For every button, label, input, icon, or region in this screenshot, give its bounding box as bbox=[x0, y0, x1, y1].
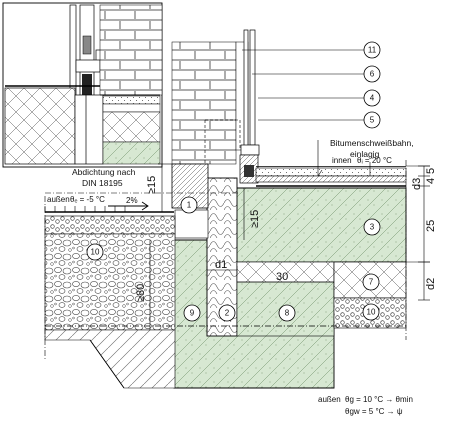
dim-25: 25 bbox=[425, 220, 437, 232]
callout-1: 1 bbox=[180, 196, 198, 214]
dim-ge15-left: ≥15 bbox=[146, 176, 158, 194]
leader-lines bbox=[242, 49, 371, 177]
bitumen-label-line2: einlagig bbox=[350, 149, 380, 159]
slope-arrow bbox=[108, 201, 149, 211]
callout-4: 4 bbox=[363, 89, 381, 107]
svg-text:8: 8 bbox=[285, 309, 290, 318]
window-frame bbox=[239, 29, 260, 184]
aussen-top-label: außen bbox=[47, 195, 70, 204]
dim-ge15-mid: ≥15 bbox=[249, 210, 261, 228]
svg-text:7: 7 bbox=[369, 278, 374, 287]
slope-label: 2% bbox=[126, 196, 138, 205]
callout-3: 3 bbox=[363, 218, 381, 236]
dimension-lines bbox=[149, 163, 430, 330]
callout-11: 11 bbox=[363, 41, 381, 59]
dim-30: 30 bbox=[276, 271, 288, 283]
theta-outside: θₑ = -5 °C bbox=[70, 195, 105, 204]
innen-label: innen bbox=[332, 156, 352, 165]
abdichtung-line2: DIN 18195 bbox=[82, 178, 123, 188]
inset-detail bbox=[2, 2, 163, 168]
theta-gw-label: θgw = 5 °C → ψ bbox=[345, 407, 403, 416]
callout-7: 7 bbox=[362, 273, 380, 291]
svg-text:4: 4 bbox=[370, 94, 375, 103]
callout-8: 8 bbox=[278, 304, 296, 322]
gravel-fill-left bbox=[44, 233, 176, 331]
callout-9: 9 bbox=[183, 304, 201, 322]
callout-6: 6 bbox=[363, 65, 381, 83]
floor-buildup bbox=[255, 166, 407, 187]
svg-text:10: 10 bbox=[367, 308, 376, 317]
abdichtung-line1: Abdichtung nach bbox=[72, 167, 136, 177]
svg-text:10: 10 bbox=[91, 248, 100, 257]
gravel-strip bbox=[44, 215, 176, 235]
callout-10-left: 10 bbox=[86, 243, 104, 261]
svg-text:1: 1 bbox=[187, 201, 192, 210]
theta-g-label: θg = 10 °C → θmin bbox=[345, 395, 413, 404]
svg-text:3: 3 bbox=[370, 223, 375, 232]
dim-d2: d2 bbox=[425, 278, 437, 290]
masonry-wall bbox=[171, 41, 237, 165]
aussen-bottom-label: außen bbox=[318, 395, 341, 404]
svg-text:6: 6 bbox=[370, 70, 375, 79]
reveal-dashed-outline bbox=[204, 119, 241, 165]
dim-ge80: ≥80 bbox=[135, 284, 147, 302]
svg-text:5: 5 bbox=[370, 116, 375, 125]
ground-soil bbox=[44, 329, 176, 389]
callout-5: 5 bbox=[363, 111, 381, 129]
dim-d3: d3 bbox=[411, 178, 423, 190]
theta-inside: θᵢ = 20 °C bbox=[357, 156, 392, 165]
svg-text:2: 2 bbox=[225, 309, 230, 318]
svg-text:9: 9 bbox=[190, 309, 195, 318]
callout-10-right: 10 bbox=[362, 303, 380, 321]
callout-2: 2 bbox=[218, 304, 236, 322]
dim-5: 5 bbox=[425, 168, 437, 174]
dim-d1: d1 bbox=[215, 259, 227, 271]
bitumen-label-line1: Bitumenschweißbahn, bbox=[330, 138, 414, 148]
dim-4: 4 bbox=[425, 178, 437, 184]
svg-text:11: 11 bbox=[368, 46, 377, 55]
